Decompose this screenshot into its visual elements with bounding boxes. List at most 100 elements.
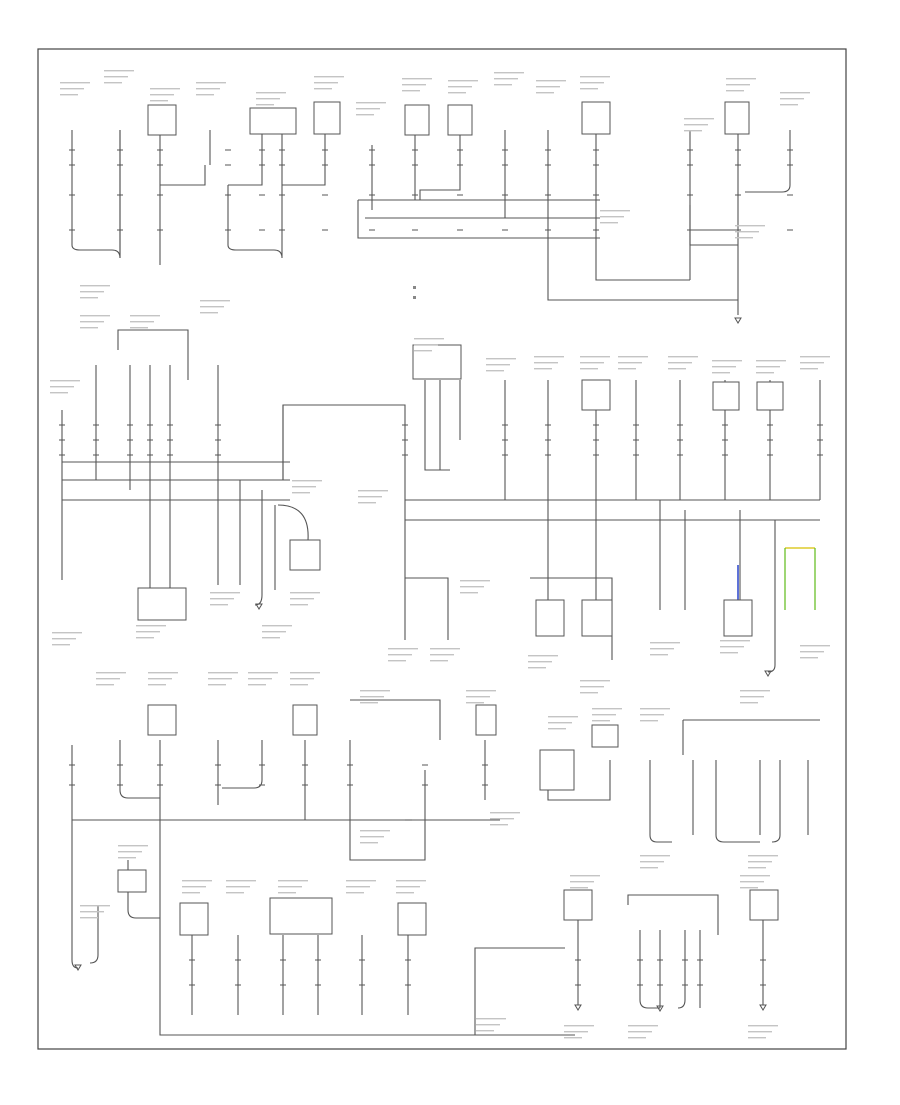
illegible-label-stroke bbox=[628, 1031, 652, 1033]
illegible-label-stroke bbox=[740, 875, 770, 877]
illegible-label-stroke bbox=[358, 496, 382, 498]
illegible-label-stroke bbox=[628, 1037, 646, 1039]
illegible-label-stroke bbox=[592, 720, 610, 722]
illegible-label-stroke bbox=[118, 851, 142, 853]
illegible-label-stroke bbox=[684, 124, 708, 126]
illegible-label-stroke bbox=[226, 886, 250, 888]
wires bbox=[61, 130, 821, 1036]
illegible-label-stroke bbox=[200, 306, 224, 308]
ground-symbols bbox=[74, 317, 772, 1012]
illegible-label-stroke bbox=[208, 672, 238, 674]
illegible-label-stroke bbox=[536, 80, 566, 82]
illegible-label-stroke bbox=[182, 886, 206, 888]
illegible-label-stroke bbox=[346, 880, 376, 882]
illegible-label-stroke bbox=[80, 291, 104, 293]
illegible-label-stroke bbox=[196, 88, 220, 90]
illegible-label-stroke bbox=[52, 638, 76, 640]
illegible-label-stroke bbox=[290, 604, 308, 606]
illegible-label-stroke bbox=[150, 100, 168, 102]
illegible-label-stroke bbox=[148, 678, 172, 680]
illegible-label-stroke bbox=[460, 592, 478, 594]
illegible-label-stroke bbox=[528, 661, 552, 663]
illegible-label-stroke bbox=[292, 486, 316, 488]
illegible-label-stroke bbox=[80, 321, 104, 323]
illegible-label-stroke bbox=[130, 327, 148, 329]
illegible-label-stroke bbox=[740, 881, 764, 883]
illegible-label-stroke bbox=[130, 315, 160, 317]
illegible-label-stroke bbox=[748, 1037, 766, 1039]
illegible-label-stroke bbox=[684, 118, 714, 120]
illegible-label-stroke bbox=[476, 1018, 506, 1020]
illegible-label-stroke bbox=[196, 82, 226, 84]
illegible-label-stroke bbox=[592, 708, 622, 710]
illegible-label-stroke bbox=[748, 861, 772, 863]
illegible-label-stroke bbox=[466, 690, 496, 692]
illegible-label-stroke bbox=[726, 90, 744, 92]
illegible-label-stroke bbox=[430, 660, 448, 662]
illegible-label-stroke bbox=[210, 592, 240, 594]
illegible-label-stroke bbox=[600, 210, 630, 212]
illegible-label-stroke bbox=[684, 130, 702, 132]
illegible-label-stroke bbox=[534, 356, 564, 358]
illegible-label-stroke bbox=[290, 678, 314, 680]
illegible-label-stroke bbox=[50, 392, 68, 394]
illegible-label-stroke bbox=[388, 654, 412, 656]
illegible-label-stroke bbox=[52, 644, 70, 646]
illegible-label-stroke bbox=[430, 654, 454, 656]
illegible-label-stroke bbox=[150, 94, 174, 96]
illegible-label-stroke bbox=[290, 598, 314, 600]
illegible-label-stroke bbox=[226, 892, 244, 894]
illegible-label-stroke bbox=[668, 356, 698, 358]
legend-marker-1 bbox=[413, 286, 416, 289]
illegible-label-stroke bbox=[314, 82, 338, 84]
illegible-label-stroke bbox=[248, 678, 272, 680]
illegible-label-stroke bbox=[396, 880, 426, 882]
illegible-label-stroke bbox=[80, 905, 110, 907]
illegible-label-stroke bbox=[580, 76, 610, 78]
illegible-label-stroke bbox=[494, 72, 524, 74]
illegible-label-stroke bbox=[52, 632, 82, 634]
illegible-label-stroke bbox=[580, 88, 598, 90]
illegible-label-stroke bbox=[96, 684, 114, 686]
illegible-label-stroke bbox=[256, 98, 280, 100]
illegible-label-stroke bbox=[650, 654, 668, 656]
illegible-label-stroke bbox=[740, 690, 770, 692]
illegible-label-stroke bbox=[490, 818, 514, 820]
illegible-label-stroke bbox=[50, 380, 80, 382]
illegible-label-stroke bbox=[570, 887, 588, 889]
illegible-label-stroke bbox=[466, 696, 490, 698]
illegible-label-stroke bbox=[668, 362, 692, 364]
illegible-label-stroke bbox=[548, 728, 566, 730]
illegible-label-stroke bbox=[278, 886, 302, 888]
illegible-label-stroke bbox=[448, 92, 466, 94]
illegible-label-stroke bbox=[278, 880, 308, 882]
illegible-label-stroke bbox=[104, 82, 122, 84]
illegible-label-stroke bbox=[640, 861, 664, 863]
illegible-label-stroke bbox=[210, 598, 234, 600]
illegible-label-stroke bbox=[580, 82, 604, 84]
illegible-label-stroke bbox=[592, 714, 616, 716]
illegible-label-stroke bbox=[712, 366, 736, 368]
illegible-label-stroke bbox=[262, 625, 292, 627]
illegible-label-stroke bbox=[640, 855, 670, 857]
illegible-label-stroke bbox=[756, 360, 786, 362]
illegible-label-stroke bbox=[448, 80, 478, 82]
illegible-label-stroke bbox=[668, 368, 686, 370]
legend bbox=[413, 286, 416, 299]
illegible-label-stroke bbox=[356, 114, 374, 116]
illegible-label-stroke bbox=[80, 297, 98, 299]
illegible-label-stroke bbox=[640, 714, 664, 716]
illegible-label-stroke bbox=[800, 657, 818, 659]
illegible-label-stroke bbox=[650, 648, 674, 650]
illegible-label-stroke bbox=[618, 356, 648, 358]
illegible-label-stroke bbox=[564, 1037, 582, 1039]
illegible-label-stroke bbox=[262, 631, 286, 633]
illegible-label-stroke bbox=[360, 702, 378, 704]
illegible-label-stroke bbox=[182, 892, 200, 894]
illegible-label-stroke bbox=[748, 1031, 772, 1033]
illegible-label-stroke bbox=[800, 362, 824, 364]
illegible-label-stroke bbox=[60, 88, 84, 90]
illegible-label-stroke bbox=[388, 660, 406, 662]
illegible-label-stroke bbox=[528, 655, 558, 657]
